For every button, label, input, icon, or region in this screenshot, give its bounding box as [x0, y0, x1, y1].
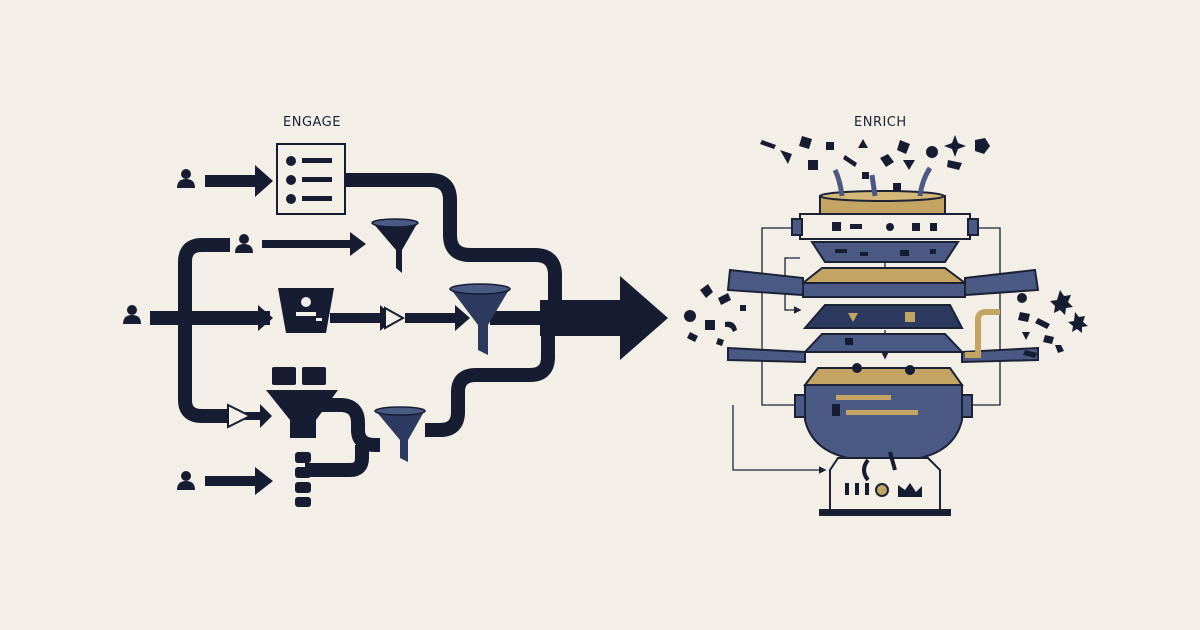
fragment-icon: [944, 135, 966, 157]
fragment-icon: [1035, 318, 1050, 329]
machine-layer-1: [810, 241, 960, 263]
enrich-machine: [726, 166, 1040, 516]
small-arrowhead-icon: [227, 403, 253, 429]
machine-body-lid: [802, 367, 964, 386]
arrow-icon: [205, 467, 273, 495]
stacked-pills-icon: [295, 452, 311, 507]
fragment-icon: [862, 172, 869, 179]
arrow-icon: [205, 165, 273, 197]
fragment-icon: [718, 293, 731, 305]
machine-layer-2: [800, 267, 968, 284]
flow-path-top: [345, 173, 562, 310]
fragment-icon: [893, 183, 901, 191]
fragment-icon: [1023, 350, 1037, 358]
flow-path-bottom: [305, 445, 369, 477]
machine-layer-4: [802, 333, 965, 353]
person-arrows: [205, 165, 470, 495]
fragment-icon: [975, 138, 990, 154]
list-document-icon: [276, 143, 346, 215]
person-icon: [235, 234, 253, 253]
fragment-icon: [725, 321, 737, 332]
enrich-title: ENRICH: [854, 115, 907, 130]
person-icon: [177, 169, 195, 188]
fragment-icon: [705, 320, 715, 330]
funnel-icon: [371, 218, 419, 273]
fragment-icon: [700, 284, 713, 298]
fragment-icon: [1050, 290, 1073, 315]
small-arrowhead-icon: [384, 306, 406, 330]
machine-connector-lines: [732, 227, 1001, 474]
fragment-icon: [926, 146, 938, 158]
fragment-icon: [780, 150, 792, 164]
fragment-icon: [826, 142, 834, 150]
funnel-icon: [449, 283, 511, 355]
person-icons: [123, 169, 253, 490]
big-arrow-icon: [540, 276, 668, 360]
fragment-icon: [843, 155, 857, 167]
person-icon: [177, 471, 195, 490]
fragment-icon: [1068, 312, 1088, 333]
arrow-icon: [405, 305, 470, 331]
profile-card-icon: [278, 288, 334, 333]
funnel-stack-icon: [266, 367, 338, 438]
fragment-icon: [1055, 345, 1064, 353]
fragment-icon: [858, 139, 868, 148]
fragment-icon: [947, 160, 962, 170]
fragment-icon: [716, 338, 724, 346]
fragment-icon: [760, 140, 776, 149]
person-icon: [123, 305, 141, 324]
fragment-icon: [1022, 332, 1030, 340]
funnel-icon: [374, 406, 426, 462]
fragment-icon: [1018, 312, 1030, 322]
flow-path-upper-branch: [178, 238, 230, 318]
machine-layer-3: [802, 304, 964, 329]
machine-intake-bar: [799, 213, 971, 240]
fragment-icon: [880, 154, 894, 167]
fragment-icon: [684, 310, 696, 322]
fragment-icon: [740, 305, 746, 311]
engage-title: ENGAGE: [283, 115, 341, 130]
fragment-icon: [687, 332, 698, 342]
fragment-icon: [897, 140, 910, 154]
scattered-fragments: [684, 135, 1088, 358]
fragment-icon: [1043, 335, 1054, 344]
flow-path-lower-mid: [305, 398, 382, 452]
fragment-icon: [808, 160, 818, 170]
fragment-icon: [1017, 293, 1027, 303]
flow-path-lower-branch: [178, 318, 230, 423]
arrow-icon: [330, 305, 395, 331]
fragment-icon: [799, 136, 812, 149]
arrow-icon: [245, 404, 272, 428]
arrow-icon: [262, 232, 366, 256]
flow-path-lower-return: [425, 330, 555, 437]
arrow-icon: [218, 305, 273, 331]
fragment-icon: [903, 160, 915, 170]
